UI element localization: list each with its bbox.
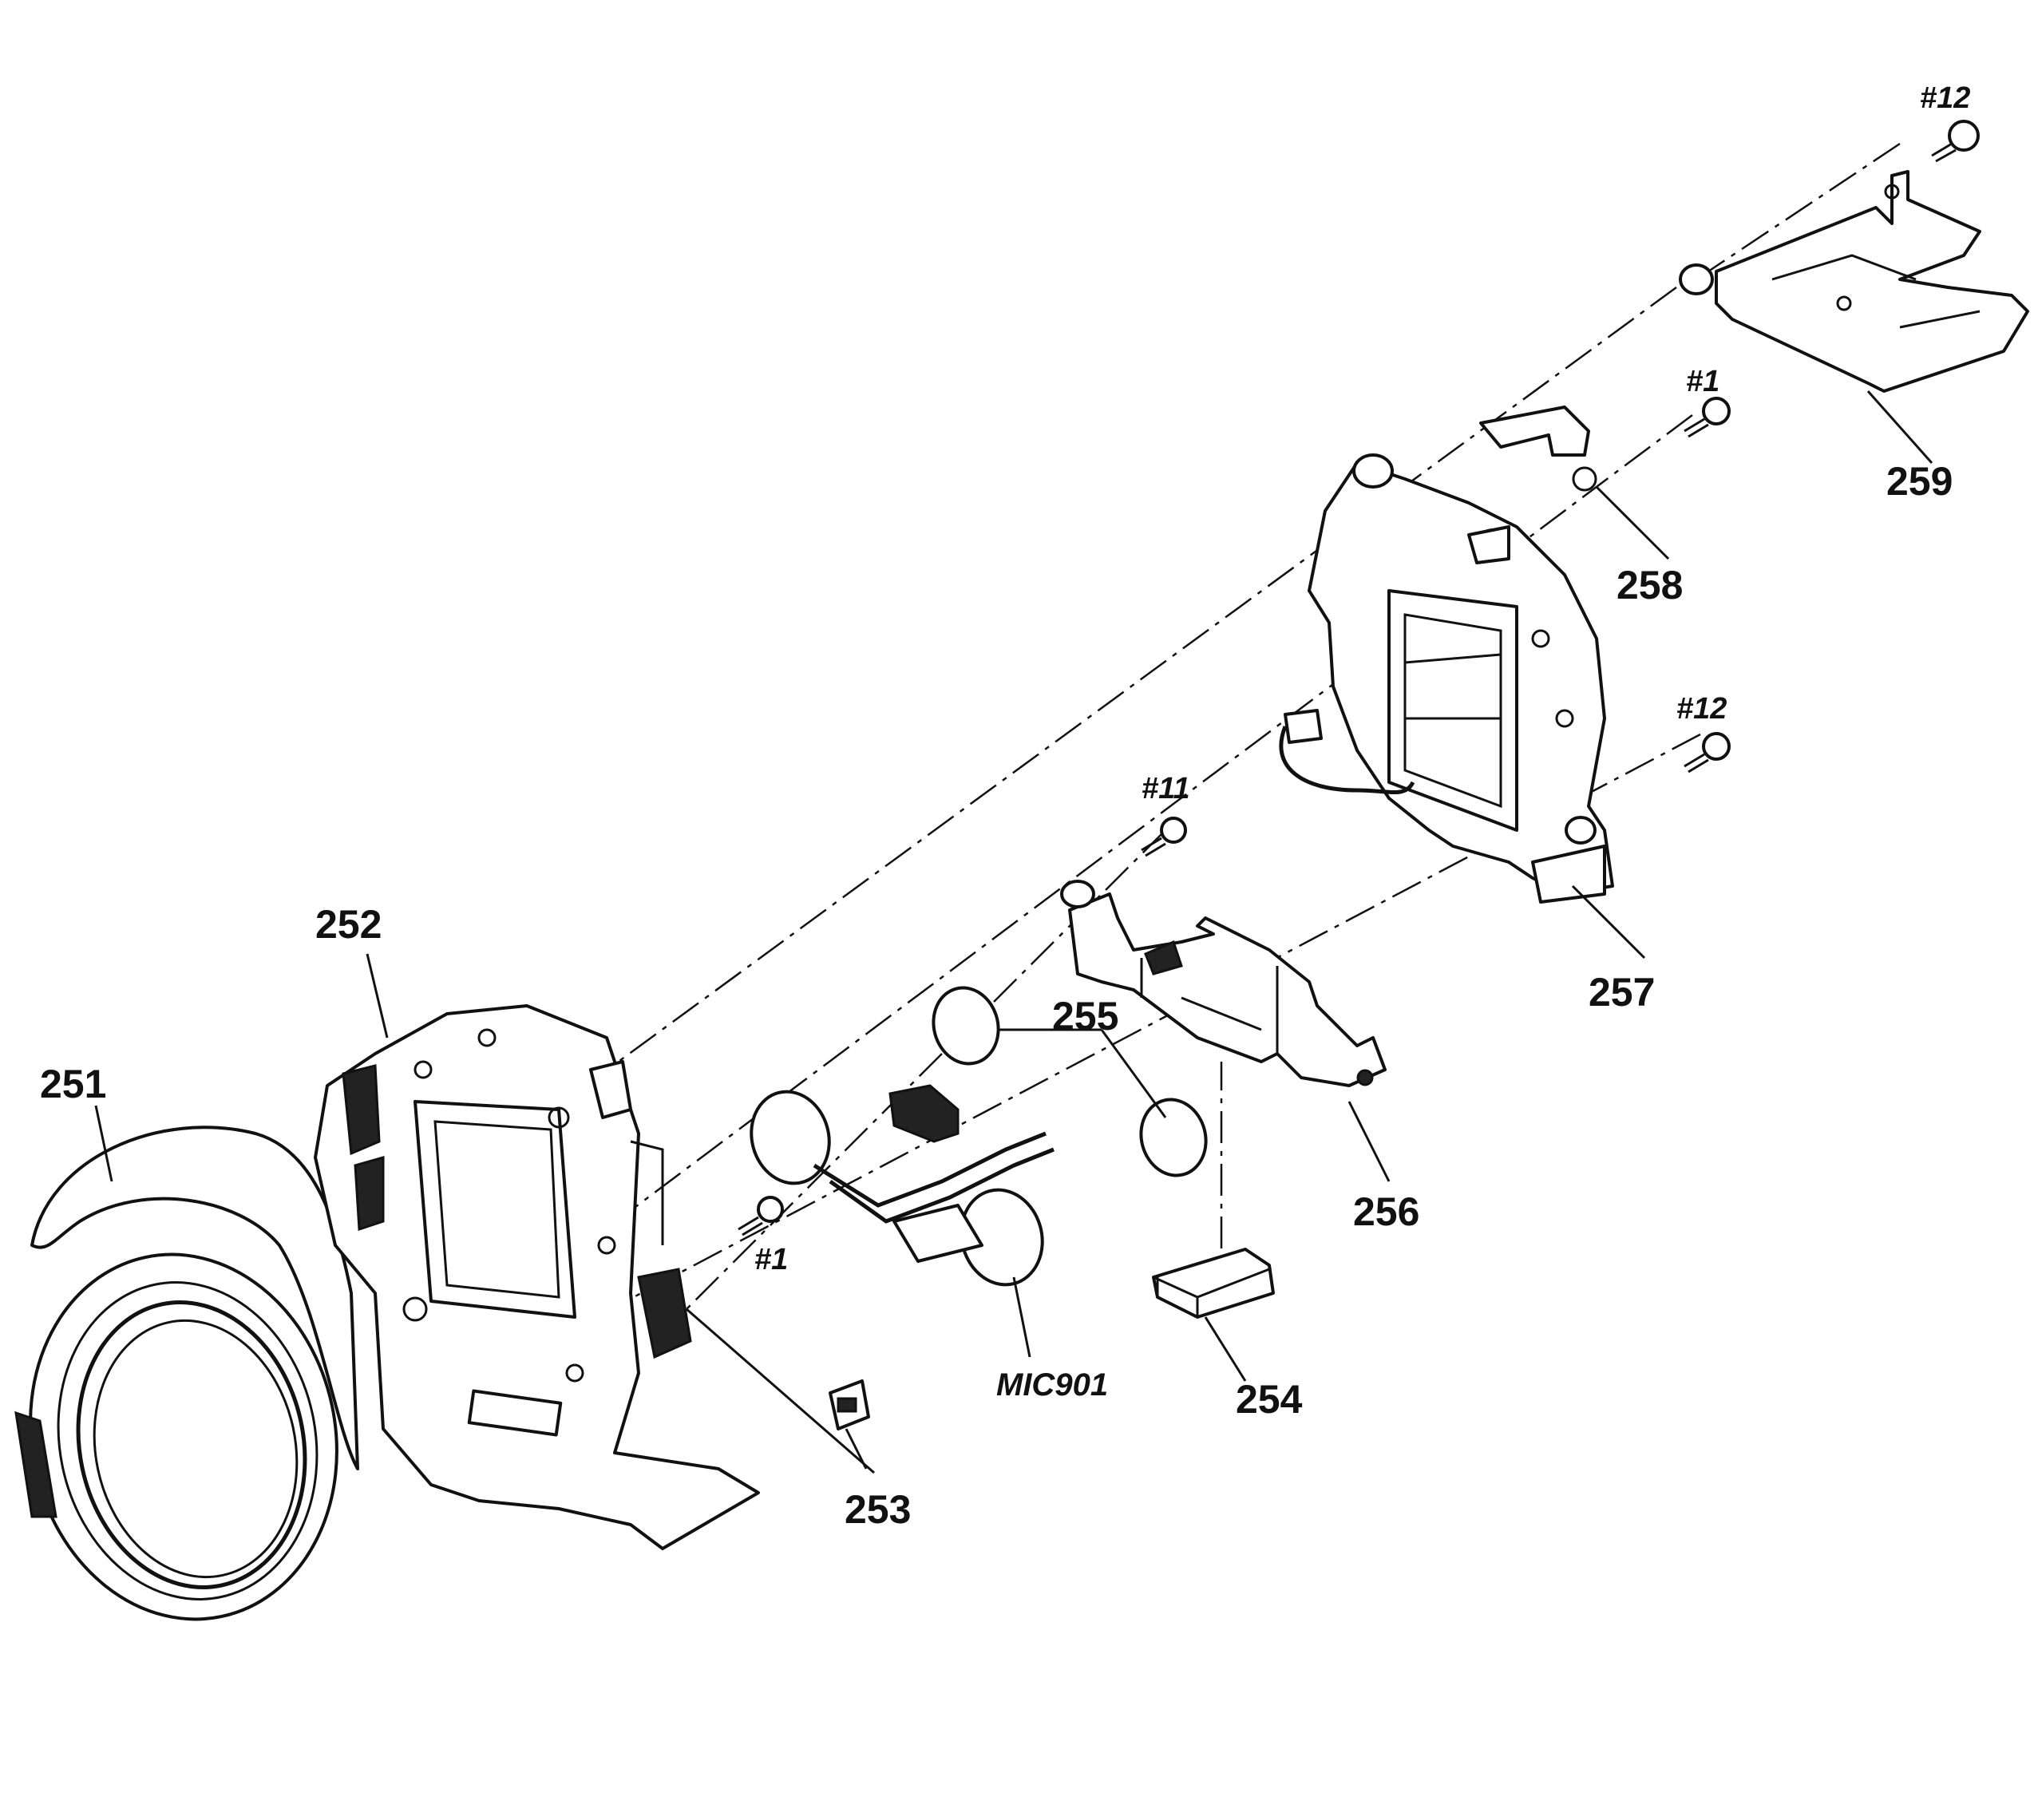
part-256-bracket bbox=[1060, 880, 1387, 1087]
screws bbox=[738, 120, 1980, 1236]
part-258-clip bbox=[1479, 406, 1597, 492]
mic-flex-cable bbox=[813, 1084, 1055, 1263]
screw-12-mid-icon bbox=[1684, 732, 1731, 774]
part-257-rear-housing bbox=[1308, 453, 1614, 904]
screw-1-top-icon bbox=[1684, 397, 1731, 438]
part-255-microphones bbox=[750, 986, 1208, 1287]
screw-1-left-icon bbox=[738, 1196, 784, 1236]
part-251-lens-ring bbox=[14, 1126, 359, 1621]
part-252-front-frame bbox=[314, 1004, 760, 1550]
label-mic901: MIC901 bbox=[996, 1367, 1108, 1403]
label-252: 252 bbox=[315, 902, 382, 947]
screw-labels: #12 #1 #12 #11 #1 bbox=[754, 81, 1970, 1276]
part-253-small-bracket bbox=[829, 1379, 870, 1430]
label-screw-1-top: #1 bbox=[1686, 365, 1719, 398]
label-255: 255 bbox=[1052, 994, 1118, 1039]
label-251: 251 bbox=[40, 1062, 106, 1106]
label-253: 253 bbox=[845, 1487, 911, 1532]
label-screw-11: #11 bbox=[1142, 772, 1190, 805]
label-screw-12-mid: #12 bbox=[1676, 692, 1727, 726]
label-254: 254 bbox=[1236, 1377, 1303, 1422]
screw-12-top-icon bbox=[1931, 120, 1980, 163]
label-258: 258 bbox=[1617, 563, 1683, 607]
label-259: 259 bbox=[1886, 459, 1953, 504]
part-259-top-bracket bbox=[1679, 170, 2029, 393]
label-screw-1-left: #1 bbox=[754, 1243, 788, 1276]
part-labels: 251 252 253 254 255 256 257 258 259 MIC9… bbox=[40, 459, 1953, 1532]
label-256: 256 bbox=[1353, 1189, 1419, 1234]
leader-lines bbox=[94, 390, 1933, 1474]
screw-11-icon bbox=[1141, 817, 1187, 857]
label-screw-12-top: #12 bbox=[1920, 81, 1970, 115]
housing-cable bbox=[1279, 709, 1415, 794]
label-257: 257 bbox=[1589, 970, 1655, 1015]
part-254-pad bbox=[1152, 1248, 1275, 1319]
